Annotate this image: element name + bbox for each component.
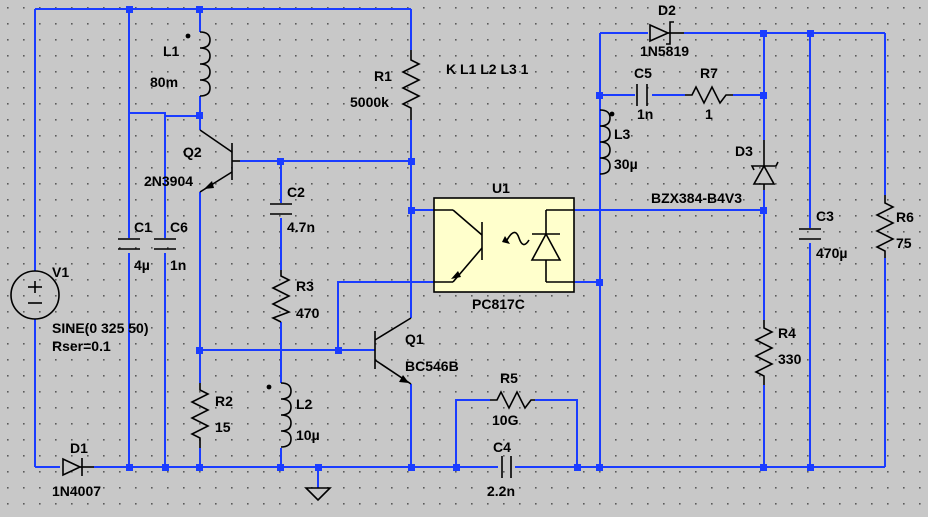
- q2-value: 2N3904: [144, 173, 193, 189]
- spice-directive[interactable]: K L1 L2 L3 1: [446, 61, 529, 77]
- c6-value: 1n: [170, 257, 186, 273]
- c4-capacitor-symbol[interactable]: [501, 456, 512, 478]
- r7-ref: R7: [700, 65, 718, 81]
- q2-ref: Q2: [183, 144, 202, 160]
- l2-ref: L2: [296, 396, 313, 412]
- r2-value: 15: [215, 419, 231, 435]
- d3-ref: D3: [735, 143, 753, 159]
- c4-value: 2.2n: [487, 483, 515, 499]
- r2-resistor-symbol[interactable]: [190, 383, 210, 448]
- c2-ref: C2: [287, 184, 305, 200]
- q1-ref: Q1: [405, 331, 424, 347]
- r5-ref: R5: [500, 370, 518, 386]
- c1-value: 4µ: [134, 257, 150, 273]
- c6-ref: C6: [170, 219, 188, 235]
- r6-resistor-symbol[interactable]: [875, 195, 895, 258]
- wires[interactable]: [34, 8, 886, 488]
- c1-ref: C1: [134, 219, 152, 235]
- l1-value: 80m: [150, 74, 178, 90]
- c4-ref: C4: [493, 439, 511, 455]
- d1-value: 1N4007: [52, 483, 101, 499]
- d1-ref: D1: [70, 440, 88, 456]
- r1-ref: R1: [374, 68, 392, 84]
- r4-value: 330: [778, 351, 802, 367]
- r5-value: 10G: [492, 412, 519, 428]
- l3-inductor-symbol[interactable]: [599, 109, 615, 175]
- u1-ref: U1: [492, 180, 510, 196]
- v1-value: SINE(0 325 50): [52, 320, 149, 336]
- d3-zener-symbol[interactable]: [750, 140, 779, 190]
- v1-ref: V1: [52, 264, 69, 280]
- ground-symbol: [304, 487, 332, 502]
- u1-optocoupler-symbol[interactable]: [433, 197, 575, 293]
- v1-extra: Rser=0.1: [52, 338, 111, 354]
- r4-ref: R4: [778, 325, 796, 341]
- l1-ref: L1: [163, 43, 180, 59]
- l2-value: 10µ: [296, 427, 320, 443]
- c5-capacitor-symbol[interactable]: [636, 84, 648, 106]
- c6-capacitor-symbol[interactable]: [154, 238, 176, 250]
- q1-transistor-symbol[interactable]: [374, 317, 412, 385]
- d2-diode-symbol[interactable]: [649, 21, 684, 45]
- v1-source-symbol[interactable]: [10, 270, 60, 320]
- r1-value: 5000k: [350, 94, 389, 110]
- junction-dots: [126, 6, 814, 471]
- q1-value: BC546B: [405, 358, 459, 374]
- r6-ref: R6: [896, 209, 914, 225]
- l1-inductor-symbol[interactable]: [185, 31, 211, 97]
- r2-ref: R2: [215, 393, 233, 409]
- c3-value: 470µ: [816, 245, 847, 261]
- d1-diode-symbol[interactable]: [62, 457, 94, 477]
- d2-value: 1N5819: [640, 43, 689, 59]
- c5-ref: C5: [634, 65, 652, 81]
- c2-value: 4.7n: [287, 219, 315, 235]
- c3-ref: C3: [816, 208, 834, 224]
- u1-value: PC817C: [472, 296, 525, 312]
- q2-transistor-symbol[interactable]: [199, 129, 240, 193]
- r4-resistor-symbol[interactable]: [754, 320, 774, 385]
- l2-inductor-symbol[interactable]: [266, 382, 292, 448]
- l3-value: 30µ: [614, 156, 638, 172]
- r3-ref: R3: [296, 278, 314, 294]
- r7-resistor-symbol[interactable]: [685, 85, 733, 105]
- c2-capacitor-symbol[interactable]: [270, 203, 292, 215]
- r3-resistor-symbol[interactable]: [271, 270, 291, 323]
- r1-resistor-symbol[interactable]: [401, 50, 421, 120]
- d2-ref: D2: [658, 2, 676, 18]
- c1-capacitor-symbol[interactable]: [118, 238, 140, 250]
- r5-resistor-symbol[interactable]: [490, 390, 535, 410]
- c3-capacitor-symbol[interactable]: [799, 228, 821, 240]
- r7-value: 1: [705, 106, 713, 122]
- r6-value: 75: [896, 235, 912, 251]
- d3-value: BZX384-B4V3: [651, 190, 742, 206]
- l3-ref: L3: [614, 126, 631, 142]
- r3-value: 470: [296, 305, 320, 321]
- c5-value: 1n: [637, 106, 653, 122]
